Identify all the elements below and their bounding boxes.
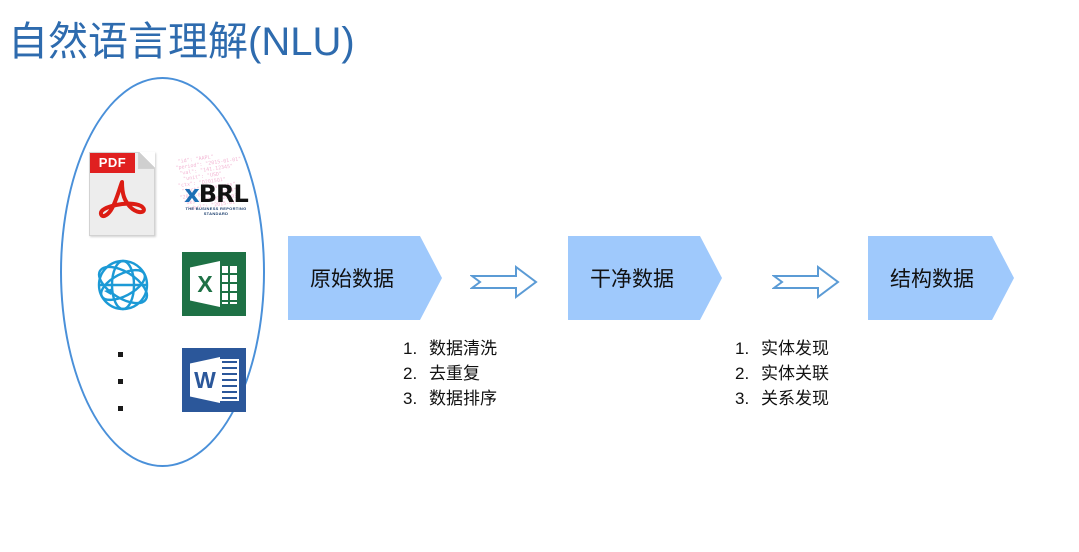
pipeline-stage-label: 结构数据 <box>890 268 974 291</box>
list-item: 1. 实体发现 <box>735 336 829 361</box>
excel-sheet-shape: X <box>190 261 220 307</box>
pdf-folded-corner <box>138 152 155 169</box>
pipeline-stage-raw-data[interactable]: 原始数据 <box>288 236 442 320</box>
list-item-label: 数据清洗 <box>429 339 497 358</box>
xbrl-tagline: THE BUSINESS REPORTING STANDARD <box>185 206 247 216</box>
extraction-steps-list: 1. 实体发现 2. 实体关联 3. 关系发现 <box>735 336 829 411</box>
pipeline-stage-label: 干净数据 <box>590 268 674 291</box>
pdf-label: PDF <box>90 153 135 173</box>
list-item: 3. 数据排序 <box>403 386 497 411</box>
list-item-number: 3. <box>403 389 418 408</box>
list-item-number: 1. <box>403 339 418 358</box>
word-file-icon: W <box>182 348 246 412</box>
list-item-number: 2. <box>403 364 418 383</box>
page-title: 自然语言理解(NLU) <box>8 20 355 64</box>
word-text-lines <box>220 359 239 401</box>
list-item-label: 实体发现 <box>761 339 829 358</box>
xbrl-logo-icon: "id": "AAPL" "period": "2015-01-01" "val… <box>175 150 256 230</box>
globe-internet-icon <box>88 250 158 320</box>
list-item-label: 去重复 <box>429 364 480 383</box>
pipeline-stage-structured-data[interactable]: 结构数据 <box>868 236 1014 320</box>
data-sources-ellipse <box>60 77 265 467</box>
pdf-file-icon: PDF <box>89 152 155 236</box>
cleaning-steps-list: 1. 数据清洗 2. 去重复 3. 数据排序 <box>403 336 497 411</box>
excel-letter: X <box>197 271 213 297</box>
list-item-number: 1. <box>735 339 750 358</box>
xbrl-wordmark: xBRL <box>178 180 254 208</box>
list-item-number: 2. <box>735 364 750 383</box>
list-item: 1. 数据清洗 <box>403 336 497 361</box>
list-item: 2. 去重复 <box>403 361 497 386</box>
word-sheet-shape: W <box>190 357 220 403</box>
acrobat-a-shape <box>98 180 146 219</box>
pipeline-stage-label: 原始数据 <box>310 268 394 291</box>
list-item-label: 数据排序 <box>429 389 497 408</box>
xbrl-brl-letters: BRL <box>198 180 249 208</box>
right-arrow-icon <box>771 264 842 300</box>
list-item-number: 3. <box>735 389 750 408</box>
right-arrow-icon <box>469 264 540 300</box>
excel-file-icon: X <box>182 252 246 316</box>
list-item-label: 实体关联 <box>761 364 829 383</box>
vertical-ellipsis-icon <box>118 348 126 412</box>
pipeline-stage-clean-data[interactable]: 干净数据 <box>568 236 722 320</box>
list-item-label: 关系发现 <box>761 389 829 408</box>
list-item: 3. 关系发现 <box>735 386 829 411</box>
xbrl-x-letter: x <box>184 180 200 208</box>
excel-grid <box>220 264 239 304</box>
list-item: 2. 实体关联 <box>735 361 829 386</box>
word-letter: W <box>194 367 216 393</box>
